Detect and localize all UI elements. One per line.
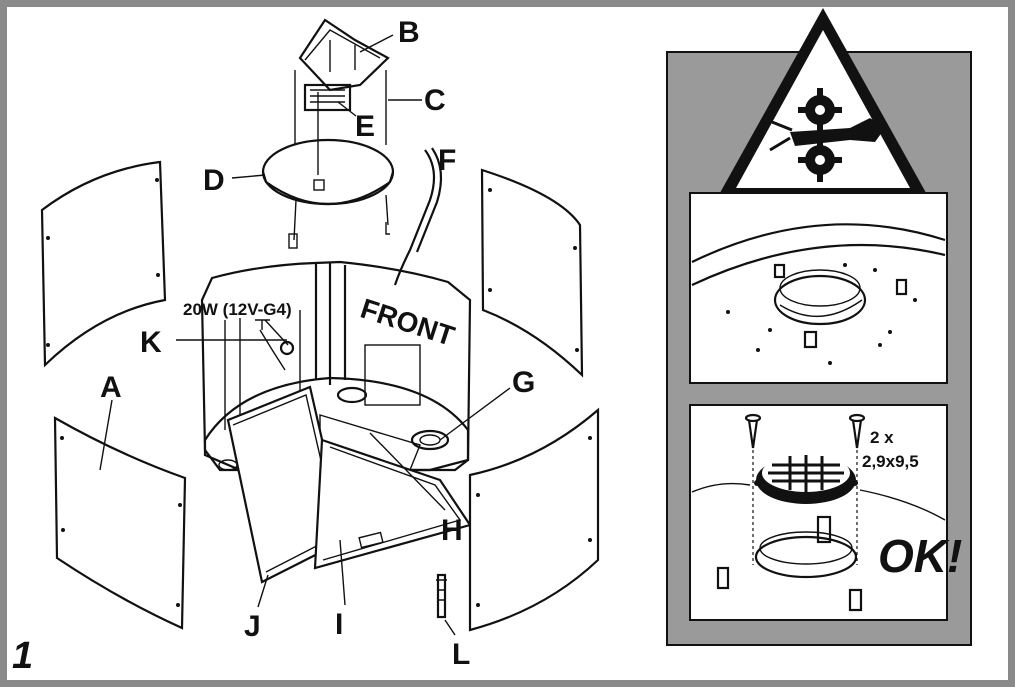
label-k: K: [140, 326, 162, 359]
screw-l: [436, 573, 447, 619]
duct-ring: [773, 274, 867, 326]
lamp-ring: [716, 515, 863, 612]
label-f: F: [438, 144, 456, 177]
detail-box-top: [689, 192, 948, 384]
mounting-bracket: [294, 18, 390, 175]
lamp-spec-label: 20W (12V-G4): [183, 300, 292, 319]
label-i: I: [335, 608, 343, 641]
label-a: A: [100, 371, 122, 404]
side-panel-top-left: [40, 160, 167, 368]
figure-number: 1: [12, 635, 33, 677]
ok-label: OK!: [878, 530, 962, 582]
inner-duct: [364, 344, 421, 406]
ceiling-plate: [261, 138, 395, 249]
label-j: J: [244, 610, 261, 643]
transformer-box: [303, 83, 352, 112]
side-panel-a: [53, 416, 187, 630]
lamp-grille: [754, 454, 858, 504]
label-g: G: [512, 366, 535, 399]
screw-right: [848, 413, 866, 449]
screw-spec-size: 2,9x9,5: [862, 452, 919, 471]
side-panel-bottom-right: [468, 407, 600, 632]
label-l: L: [452, 638, 470, 671]
label-c: C: [424, 84, 446, 117]
hood-body: [200, 260, 472, 472]
detail-panel: 2 x 2,9x9,5 OK!: [666, 8, 972, 646]
label-b: B: [398, 16, 420, 49]
detail-box-bottom: 2 x 2,9x9,5 OK!: [689, 404, 962, 621]
screw-spec-count: 2 x: [870, 428, 894, 447]
screw-left: [744, 413, 762, 449]
hand-crush-gear-warning-icon: [716, 8, 930, 200]
label-e: E: [355, 110, 375, 143]
halogen-lamp: [279, 340, 295, 356]
side-panel-top-right: [480, 168, 584, 378]
main-exploded-view: B C E D F 20W (12V-G4) K FRONT A G H I J…: [12, 16, 600, 677]
filter-hole: [336, 386, 368, 404]
light-socket-g: [410, 429, 450, 451]
power-cable: [393, 149, 436, 286]
label-h: H: [441, 514, 463, 547]
label-d: D: [203, 164, 225, 197]
